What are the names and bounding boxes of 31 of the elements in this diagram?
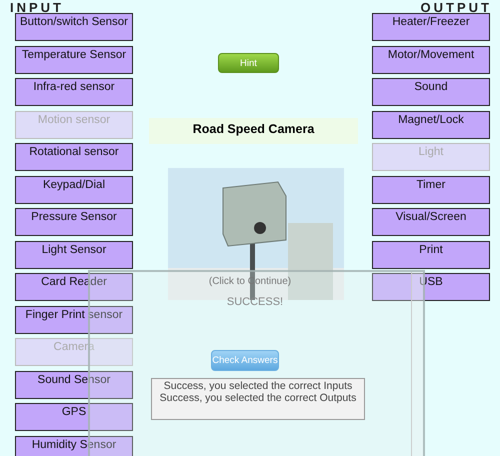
option-box: Print — [372, 240, 490, 268]
status-text: SUCCESS! — [226, 296, 284, 310]
option-box: Sound — [372, 78, 490, 106]
feedback-message: Success, you selected the correct Outputs — [158, 392, 358, 404]
option-box: Button/switch Sensor — [15, 13, 133, 41]
title-banner: Road Speed Camera — [149, 118, 358, 144]
disabled-option-box: Motion sensor — [15, 110, 133, 138]
option-box: Keypad/Dial — [15, 176, 133, 204]
option-box: Humidity Sensor — [15, 436, 133, 456]
option-box: Rotational sensor — [15, 143, 133, 171]
option-box: USB — [372, 273, 490, 301]
option-box: GPS — [15, 403, 133, 431]
check-answers-button: Check Answers — [211, 350, 279, 371]
option-box: Magnet/Lock — [372, 110, 490, 138]
option-box: Light Sensor — [15, 240, 133, 268]
option-box: Temperature Sensor — [15, 46, 133, 74]
option-box: Infra-red sensor — [15, 78, 133, 106]
disabled-option-box: Light — [372, 143, 490, 171]
disabled-option-box: Camera — [15, 338, 133, 366]
option-box: Finger Print sensor — [15, 306, 133, 334]
heading: INPUT — [10, 0, 65, 14]
option-box: Timer — [372, 176, 490, 204]
option-box: Motor/Movement — [372, 46, 490, 74]
option-box: Sound Sensor — [15, 370, 133, 398]
option-box: Pressure Sensor — [15, 208, 133, 236]
heading: OUTPUT — [420, 0, 492, 14]
option-box: Heater/Freezer — [372, 13, 490, 41]
option-box: Visual/Screen — [372, 208, 490, 236]
feedback-message: Success, you selected the correct Inputs — [162, 380, 354, 392]
option-box: Card Reader — [15, 273, 133, 301]
hint-button: Hint — [218, 53, 279, 73]
